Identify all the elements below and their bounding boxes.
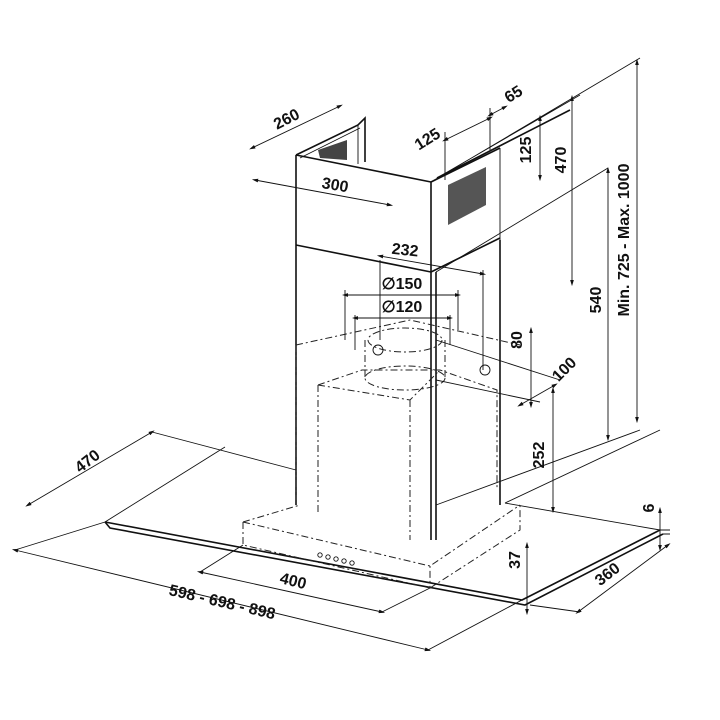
dim-top-depth: 260	[271, 106, 303, 133]
dim-vent-height: 125	[518, 137, 535, 164]
dim-glass-depth-left: 470	[72, 447, 104, 477]
dim-bracket-depth: 100	[549, 354, 580, 385]
dimension-labels: 260 300 125 65 125 470 Min. 725 - Max. 1…	[72, 83, 658, 623]
control-button	[333, 556, 339, 562]
motor-body-hidden	[295, 319, 521, 540]
dim-body-height: 252	[531, 442, 548, 469]
dim-body-width: 400	[278, 570, 308, 593]
dim-bracket-height: 80	[509, 331, 526, 349]
dim-outer-diameter: ∅150	[382, 276, 423, 293]
dim-widths: 598 - 698 - 898	[167, 582, 277, 623]
vent-grille-side	[448, 167, 486, 225]
dim-glass-thickness: 6	[641, 503, 658, 512]
extension-lines	[14, 57, 670, 651]
upper-chimney	[295, 109, 571, 272]
dim-top-width: 300	[320, 175, 349, 196]
control-button	[349, 560, 355, 566]
dim-duct-offset: 232	[391, 241, 419, 261]
dim-chimney-lower: 540	[588, 287, 605, 314]
dim-chimney-upper: 470	[553, 147, 570, 174]
dim-vent-side: 65	[502, 83, 526, 107]
dim-vent-offset: 125	[412, 125, 444, 154]
control-button	[325, 554, 331, 560]
dim-total-height: Min. 725 - Max. 1000	[616, 163, 633, 316]
control-button	[341, 558, 347, 564]
dim-glass-depth-right: 360	[592, 560, 624, 590]
dimension-lines	[11, 58, 671, 652]
dim-inner-diameter: ∅120	[382, 299, 423, 316]
dim-control-height: 37	[507, 551, 524, 569]
control-button	[317, 552, 323, 558]
